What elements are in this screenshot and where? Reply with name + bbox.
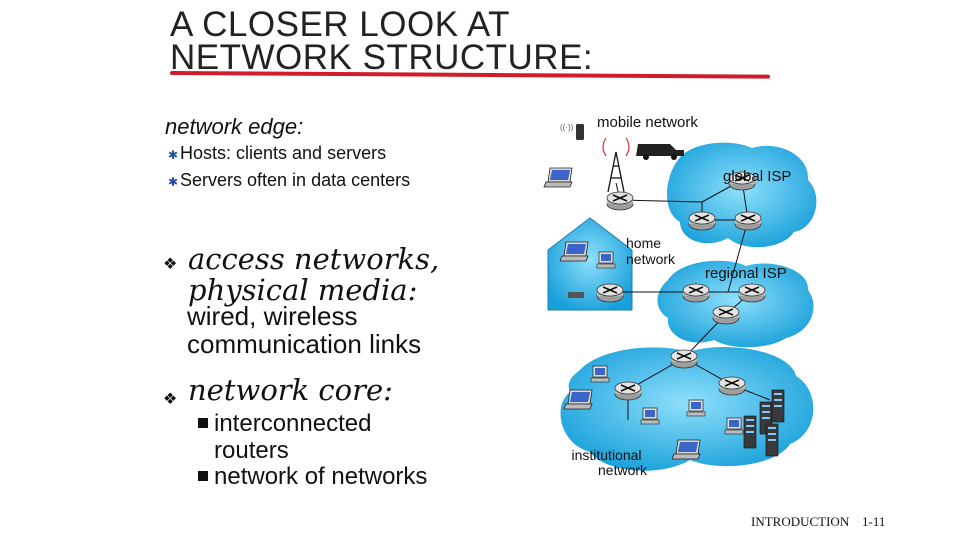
slide-title: A CLOSER LOOK AT NETWORK STRUCTURE: [170,5,594,77]
router-inst-1 [670,349,698,369]
global-isp-label: global ISP [723,168,792,185]
regional-isp-cloud [657,260,814,348]
edge-item-servers: ✱Servers often in data centers [168,170,410,191]
inst-label-line-1: institutional [571,447,642,463]
asterisk-bullet-icon: ✱ [168,148,179,162]
edge-item-hosts: ✱Hosts: clients and servers [168,143,386,164]
access-heading: access networks, physical media: [188,244,439,306]
network-diagram: ((·)) [543,123,817,471]
mobile-network-label: mobile network [597,114,698,131]
pc-inst-2 [640,407,660,425]
square-bullet-icon [198,471,208,481]
router-regional-2 [738,283,766,303]
pc-home [596,251,616,269]
router-inst-2 [718,376,746,396]
edge-item-servers-text: Servers often in data centers [180,170,411,190]
access-heading-line-1: access networks, [188,242,440,276]
diamond-bullet-icon: ❖ [163,256,178,273]
global-isp-cloud [667,142,817,248]
regional-isp-label: regional ISP [705,265,787,282]
core-heading: network core: [188,373,393,407]
network-edge-heading: network edge: [165,114,304,139]
access-body-line-1: wired, wireless [187,301,358,331]
router-home [596,283,624,303]
core-item-networks-text: network of networks [214,463,428,490]
home-router-box-icon [568,292,584,298]
home-label-line-2: network [626,251,676,267]
pc-inst-1 [590,365,610,383]
server-4 [765,423,779,457]
access-heading-line-2: physical media: [188,273,418,307]
router-global-3 [734,211,762,231]
home-label-line-1: home [626,235,662,251]
home-network-label: home network [626,235,675,267]
cell-tower-icon [602,137,630,193]
diamond-bullet-icon: ❖ [163,391,178,408]
server-1 [743,415,757,449]
car-icon [636,144,684,160]
access-body-line-2: communication links [187,329,422,359]
footer-page-number: 1-11 [862,514,886,529]
edge-item-hosts-text: Hosts: clients and servers [180,143,387,163]
title-line-1: A CLOSER LOOK AT [170,5,510,44]
access-body: wired, wireless communication links [187,302,421,358]
pc-inst-4 [724,417,744,435]
core-item-routers: interconnected routers [198,410,371,464]
pc-inst-3 [686,399,706,417]
title-underline [169,71,771,79]
server-3 [771,389,785,423]
router-inst-3 [614,381,642,401]
inst-label-line-2: network [598,462,648,478]
router-regional-3 [712,305,740,325]
router-global-2 [688,211,716,231]
title-line-2: NETWORK STRUCTURE: [170,38,594,77]
institutional-network-label: institutional network [566,448,647,478]
square-bullet-icon [198,418,208,428]
router-mobile [606,191,634,211]
core-item-routers-line-1: interconnected [214,410,372,437]
core-item-networks: network of networks [198,463,427,490]
router-regional-1 [682,283,710,303]
asterisk-bullet-icon: ✱ [168,175,179,189]
wireless-mark-icon: ((·)) [560,123,574,132]
phone-icon [576,124,584,140]
laptop-mobile [543,167,573,188]
footer-section: INTRODUCTION [751,514,850,529]
core-item-routers-line-2: routers [214,437,289,464]
